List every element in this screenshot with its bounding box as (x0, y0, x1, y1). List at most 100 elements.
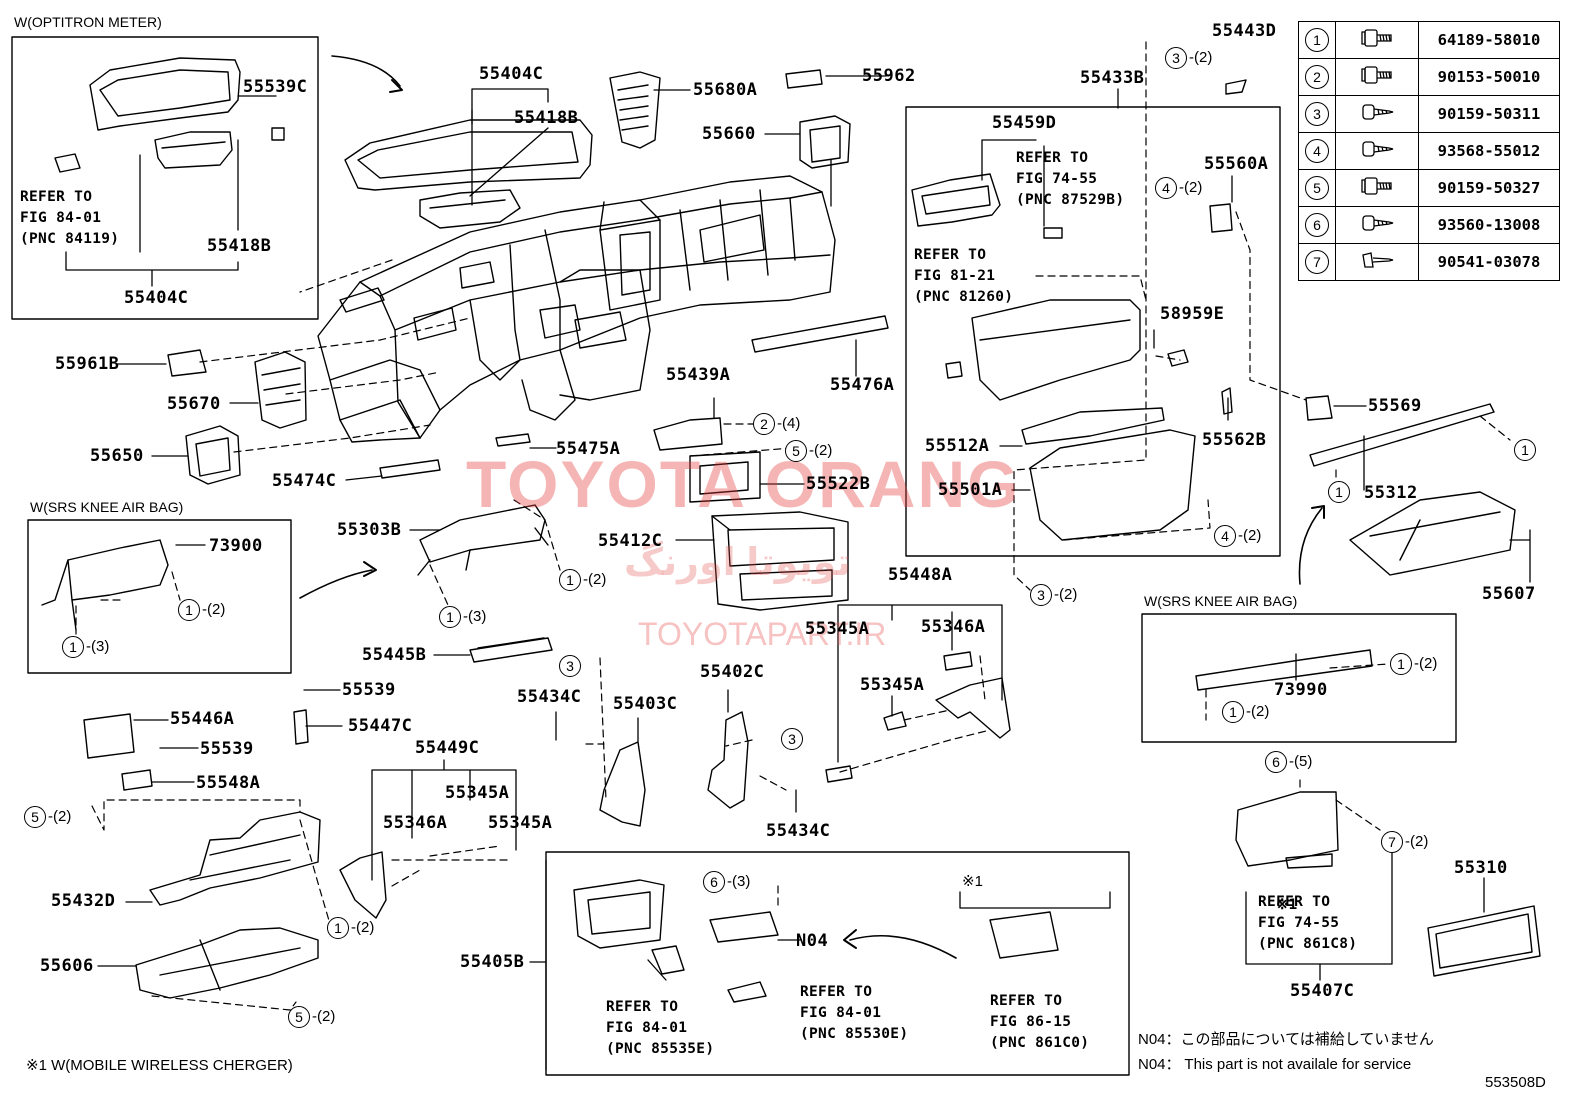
part-label: 73900 (209, 536, 263, 556)
part-label: 55345A (860, 675, 925, 695)
instrument-panel-drawing (317, 175, 836, 443)
part-label: 55310 (1454, 858, 1508, 878)
reinforcement-drawing (417, 504, 549, 576)
caption-mobile-charger: ※1 W(MOBILE WIRELESS CHERGER) (26, 1057, 293, 1074)
part-label: 55346A (383, 813, 448, 833)
meter-hood-drawing (344, 119, 593, 229)
part-label: 55522B (806, 474, 871, 494)
part-label: 55446A (170, 709, 235, 729)
part-label: 55434C (766, 821, 831, 841)
part-label: 55346A (921, 617, 986, 637)
fastener-row: 1 64189-58010 (1298, 21, 1560, 59)
fastener-part-number: 90541-03078 (1418, 243, 1560, 281)
part-label: 55345A (805, 619, 870, 639)
watermark-persian: تویوتا اورنگ (624, 542, 851, 584)
clip-screw-icon (1335, 243, 1419, 281)
note-n04-en: N04： This part is not availale for servi… (1138, 1056, 1412, 1073)
part-label: 55539C (243, 77, 308, 97)
optitron-inset-box (11, 36, 319, 320)
tapping-screw-icon (1335, 95, 1419, 133)
fastener-number: 6 (1298, 206, 1336, 244)
part-label: 55560A (1204, 154, 1269, 174)
right-parts-drawing (1195, 403, 1541, 977)
part-label: 55562B (1202, 430, 1267, 450)
part-label: 55449C (415, 738, 480, 758)
refer-note: REFER TO FIG 74-55 (PNC 87529B) (1016, 150, 1125, 208)
part-label: 55447C (348, 716, 413, 736)
part-label: 55670 (167, 394, 221, 414)
watermark-main: TOYOTA ORANG (466, 447, 1021, 521)
caption-srs-knee-left: W(SRS KNEE AIR BAG) (30, 499, 184, 515)
lower-covers-drawing (83, 709, 387, 999)
part-label: 55445B (362, 645, 427, 665)
part-label: 55402C (700, 662, 765, 682)
part-label: 55606 (40, 956, 94, 976)
part-label: 55459D (992, 113, 1057, 133)
refer-note: REFER TO FIG 74-55 (PNC 861C8) (1258, 894, 1358, 952)
glovebox-inset-box (905, 106, 1281, 557)
optitron-hood-drawing (54, 57, 285, 173)
fastener-number: 1 (1298, 21, 1336, 59)
part-label: 55501A (938, 480, 1003, 500)
part-label: 55407C (1290, 981, 1355, 1001)
side-brackets-drawing (599, 651, 1011, 827)
fastener-part-number: 90153-50010 (1418, 58, 1560, 96)
part-label: 55404C (124, 288, 189, 308)
srs-knee-left-inset-box (27, 519, 292, 674)
refer-note: REFER TO FIG 81-21 (PNC 81260) (914, 247, 1014, 305)
part-label: 55418B (514, 108, 579, 128)
part-label: 55660 (702, 124, 756, 144)
center-cluster-drawing (711, 511, 849, 611)
watermark-site: TOYOTAPART.IR (638, 616, 887, 652)
part-label: 55345A (488, 813, 553, 833)
flange-bolt-icon (1335, 21, 1419, 59)
flange-bolt-icon (1335, 169, 1419, 207)
flange-bolt-icon (1335, 58, 1419, 96)
note-star1-small: ※1 (962, 873, 983, 890)
part-label: 55433B (1080, 68, 1145, 88)
part-label: 55432D (51, 891, 116, 911)
fastener-number: 4 (1298, 132, 1336, 170)
part-label: 55569 (1368, 396, 1422, 416)
leader-lines (65, 75, 1531, 1071)
part-label: 55448A (888, 565, 953, 585)
part-label: 55405B (460, 952, 525, 972)
part-label: 55680A (693, 80, 758, 100)
note-n04-jp: N04：この部品については補給していません (1138, 1031, 1434, 1048)
fastener-row: 6 93560-13008 (1298, 206, 1560, 244)
part-label: N04 (796, 931, 829, 951)
refer-note: REFER TO FIG 84-01 (PNC 84119) (20, 189, 120, 247)
fastener-part-number: 90159-50311 (1418, 95, 1560, 133)
part-label: 55962 (862, 66, 916, 86)
caption-srs-knee-right: W(SRS KNEE AIR BAG) (1144, 593, 1298, 609)
part-label: 55650 (90, 446, 144, 466)
curved-arrows (299, 55, 1325, 959)
part-label: 55434C (517, 687, 582, 707)
part-label: 73990 (1274, 680, 1328, 700)
vents-drawing (167, 69, 1333, 485)
refer-note-star1: ※1 (1258, 874, 1298, 916)
fastener-number: 2 (1298, 58, 1336, 96)
fastener-row: 2 90153-50010 (1298, 58, 1560, 96)
fastener-part-number: 64189-58010 (1418, 21, 1560, 59)
part-label: 55303B (337, 520, 402, 540)
part-label: 55404C (479, 64, 544, 84)
fastener-part-number: 93560-13008 (1418, 206, 1560, 244)
srs-knee-right-inset-box (1141, 613, 1457, 743)
diagram-id: 553508D (1485, 1074, 1546, 1091)
fastener-part-number: 90159-50327 (1418, 169, 1560, 207)
fastener-number: 3 (1298, 95, 1336, 133)
part-label: 55418B (207, 236, 272, 256)
part-label: 55412C (598, 531, 663, 551)
tapping-screw-icon (1335, 206, 1419, 244)
charger-parts-drawing (573, 879, 1059, 1003)
part-label: 55443D (1212, 21, 1277, 41)
part-label: 58959E (1160, 304, 1225, 324)
caption-optitron: W(OPTITRON METER) (14, 14, 162, 30)
refer-note: REFER TO FIG 84-01 (PNC 85535E) (606, 999, 715, 1057)
part-label: 55345A (445, 783, 510, 803)
part-label: 55439A (666, 365, 731, 385)
